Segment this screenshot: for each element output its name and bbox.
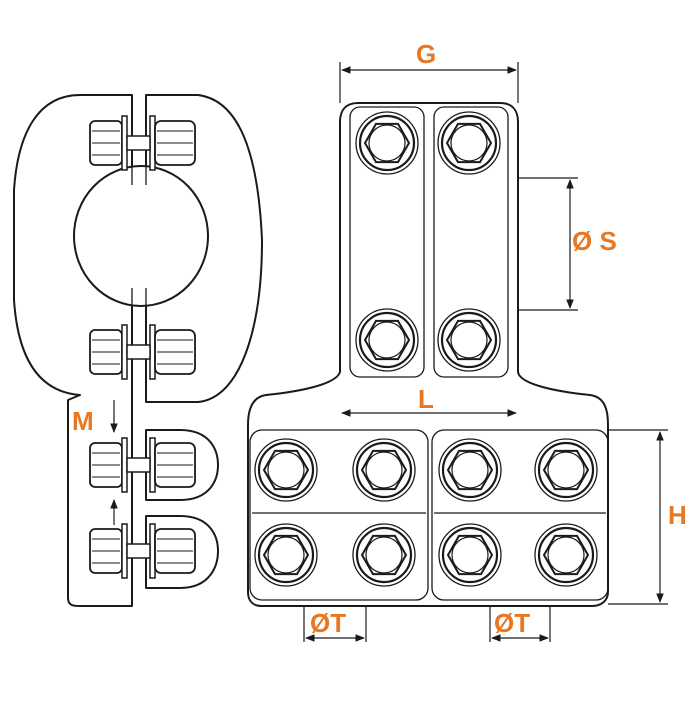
label-l: L (418, 384, 434, 414)
bolt-head-icon (355, 111, 419, 175)
bolt-side-icon (89, 523, 196, 579)
label-s: Ø S (572, 226, 617, 256)
dimension-h: H (608, 429, 687, 605)
bolt-head-icon (254, 523, 318, 587)
bolt-side-icon (89, 324, 196, 380)
bolt-head-icon (534, 438, 598, 502)
bolt-head-icon (534, 523, 598, 587)
side-view: M (13, 94, 263, 607)
dimension-t-left: ØT (303, 606, 367, 642)
bolt-head-icon (437, 111, 501, 175)
dimension-g: G (339, 39, 519, 103)
bolt-head-icon (352, 438, 416, 502)
bolt-head-icon (437, 308, 501, 372)
label-m: M (72, 406, 94, 436)
lower-plate-right (431, 429, 609, 601)
dimension-s: Ø S (518, 177, 617, 311)
upper-plate-right (433, 106, 509, 378)
bolt-head-icon (254, 438, 318, 502)
dimension-m: M (72, 400, 118, 525)
front-body (247, 102, 609, 607)
upper-plate-left (349, 106, 425, 378)
bolt-head-icon (352, 523, 416, 587)
bolt-side-icon (89, 115, 196, 171)
bolt-head-icon (438, 438, 502, 502)
front-view: G Ø S L H ØT (247, 39, 687, 642)
bolt-head-icon (438, 523, 502, 587)
label-t-left: ØT (310, 608, 346, 638)
bolt-head-icon (355, 308, 419, 372)
label-g: G (416, 39, 436, 69)
label-t-right: ØT (494, 608, 530, 638)
lower-plate-left (249, 429, 429, 601)
dimension-t-right: ØT (489, 606, 551, 642)
label-h: H (668, 500, 687, 530)
dimension-l: L (341, 384, 517, 417)
bolt-side-icon (89, 437, 196, 493)
